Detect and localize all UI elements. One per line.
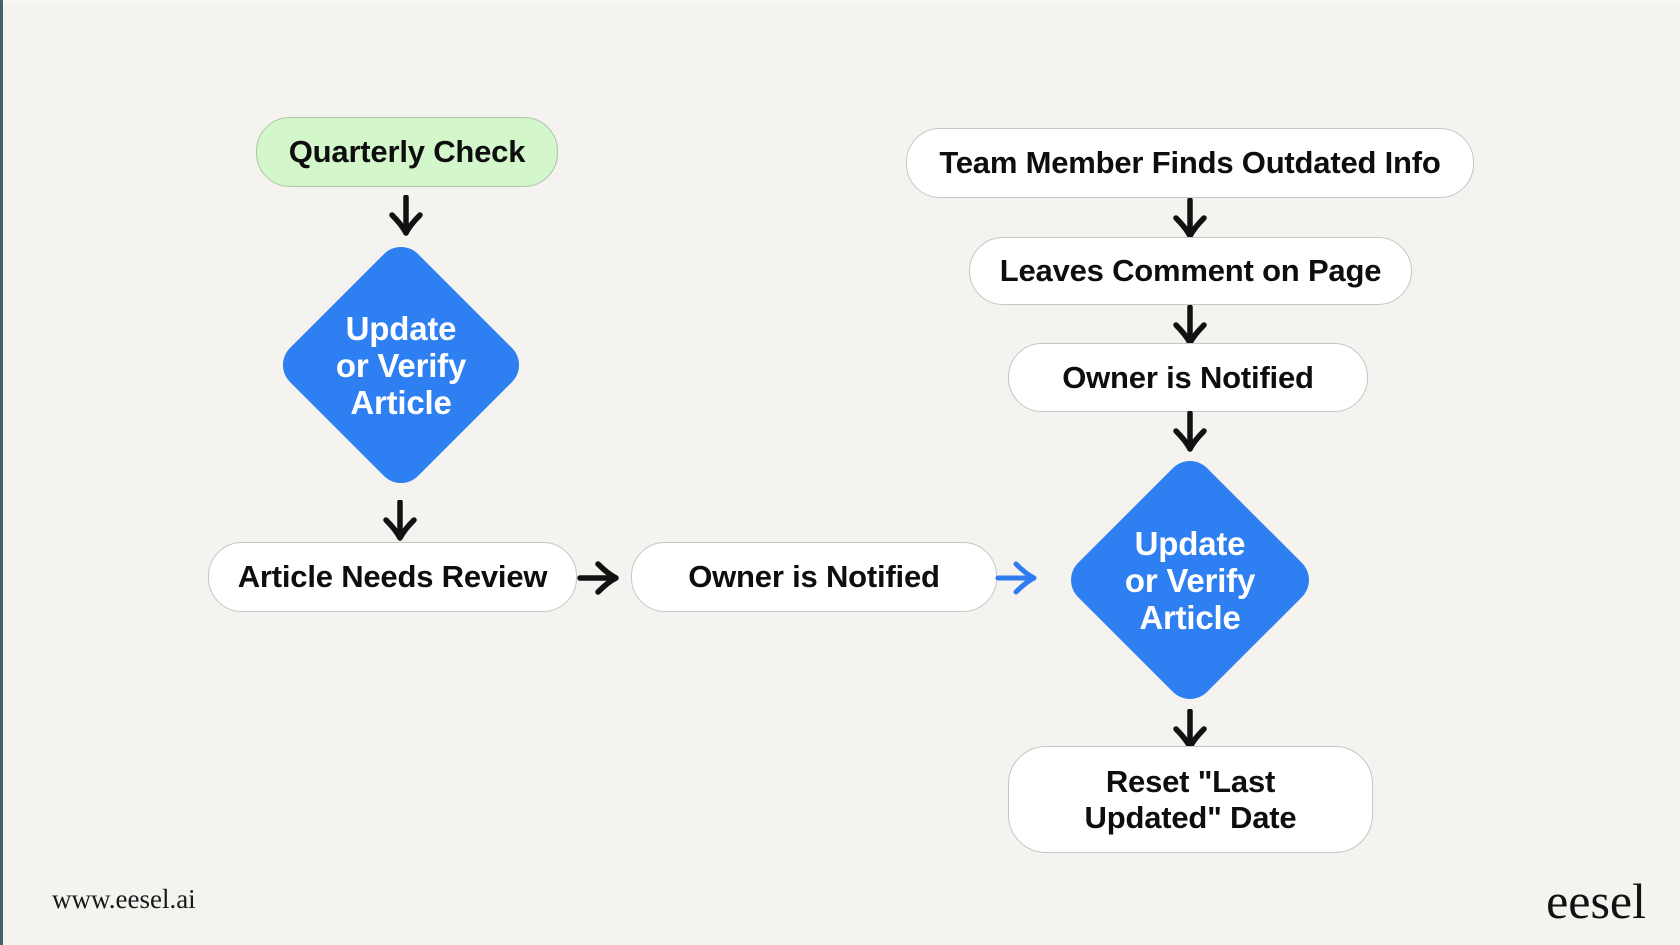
node-team-member-finds-outdated-info: Team Member Finds Outdated Info — [906, 128, 1474, 198]
node-reset-line-1: Reset "Last — [1105, 763, 1276, 799]
arrow-right-icon — [577, 561, 619, 595]
node-article-needs-review-label: Article Needs Review — [237, 559, 548, 594]
node-team-member-finds-outdated-info-label: Team Member Finds Outdated Info — [939, 145, 1441, 180]
node-leaves-comment-on-page-label: Leaves Comment on Page — [999, 253, 1382, 288]
decision-diamond-left-label: Update or Verify Article — [335, 309, 467, 421]
node-owner-is-notified-left: Owner is Notified — [631, 542, 997, 612]
node-leaves-comment-on-page: Leaves Comment on Page — [969, 237, 1412, 305]
node-reset-last-updated-date: Reset "Last Updated" Date — [1008, 746, 1373, 853]
arrow-down-icon — [383, 500, 417, 541]
diamond-shape — [1071, 461, 1309, 699]
decision-diamond-right-label: Update or Verify Article — [1124, 524, 1256, 636]
diamond-shape — [282, 246, 520, 484]
eesel-logo: eesel — [1546, 873, 1646, 929]
left-edge-accent — [0, 0, 3, 945]
node-reset-line-2: Updated" Date — [1084, 799, 1297, 835]
arrow-down-icon — [1173, 198, 1207, 239]
arrow-right-blue-icon — [995, 561, 1037, 595]
arrow-down-icon — [389, 195, 423, 236]
node-owner-is-notified-left-label: Owner is Notified — [688, 559, 940, 594]
node-owner-is-notified-right-label: Owner is Notified — [1062, 359, 1314, 395]
node-owner-is-notified-right: Owner is Notified — [1008, 343, 1368, 412]
node-article-needs-review: Article Needs Review — [208, 542, 577, 612]
top-strip — [0, 0, 1680, 4]
arrow-down-icon — [1173, 411, 1207, 452]
node-quarterly-check: Quarterly Check — [256, 117, 558, 187]
node-quarterly-check-label: Quarterly Check — [288, 134, 526, 169]
decision-diamond-right: Update or Verify Article — [1061, 451, 1319, 709]
decision-diamond-left: Update or Verify Article — [273, 237, 529, 493]
website-url: www.eesel.ai — [52, 884, 196, 914]
